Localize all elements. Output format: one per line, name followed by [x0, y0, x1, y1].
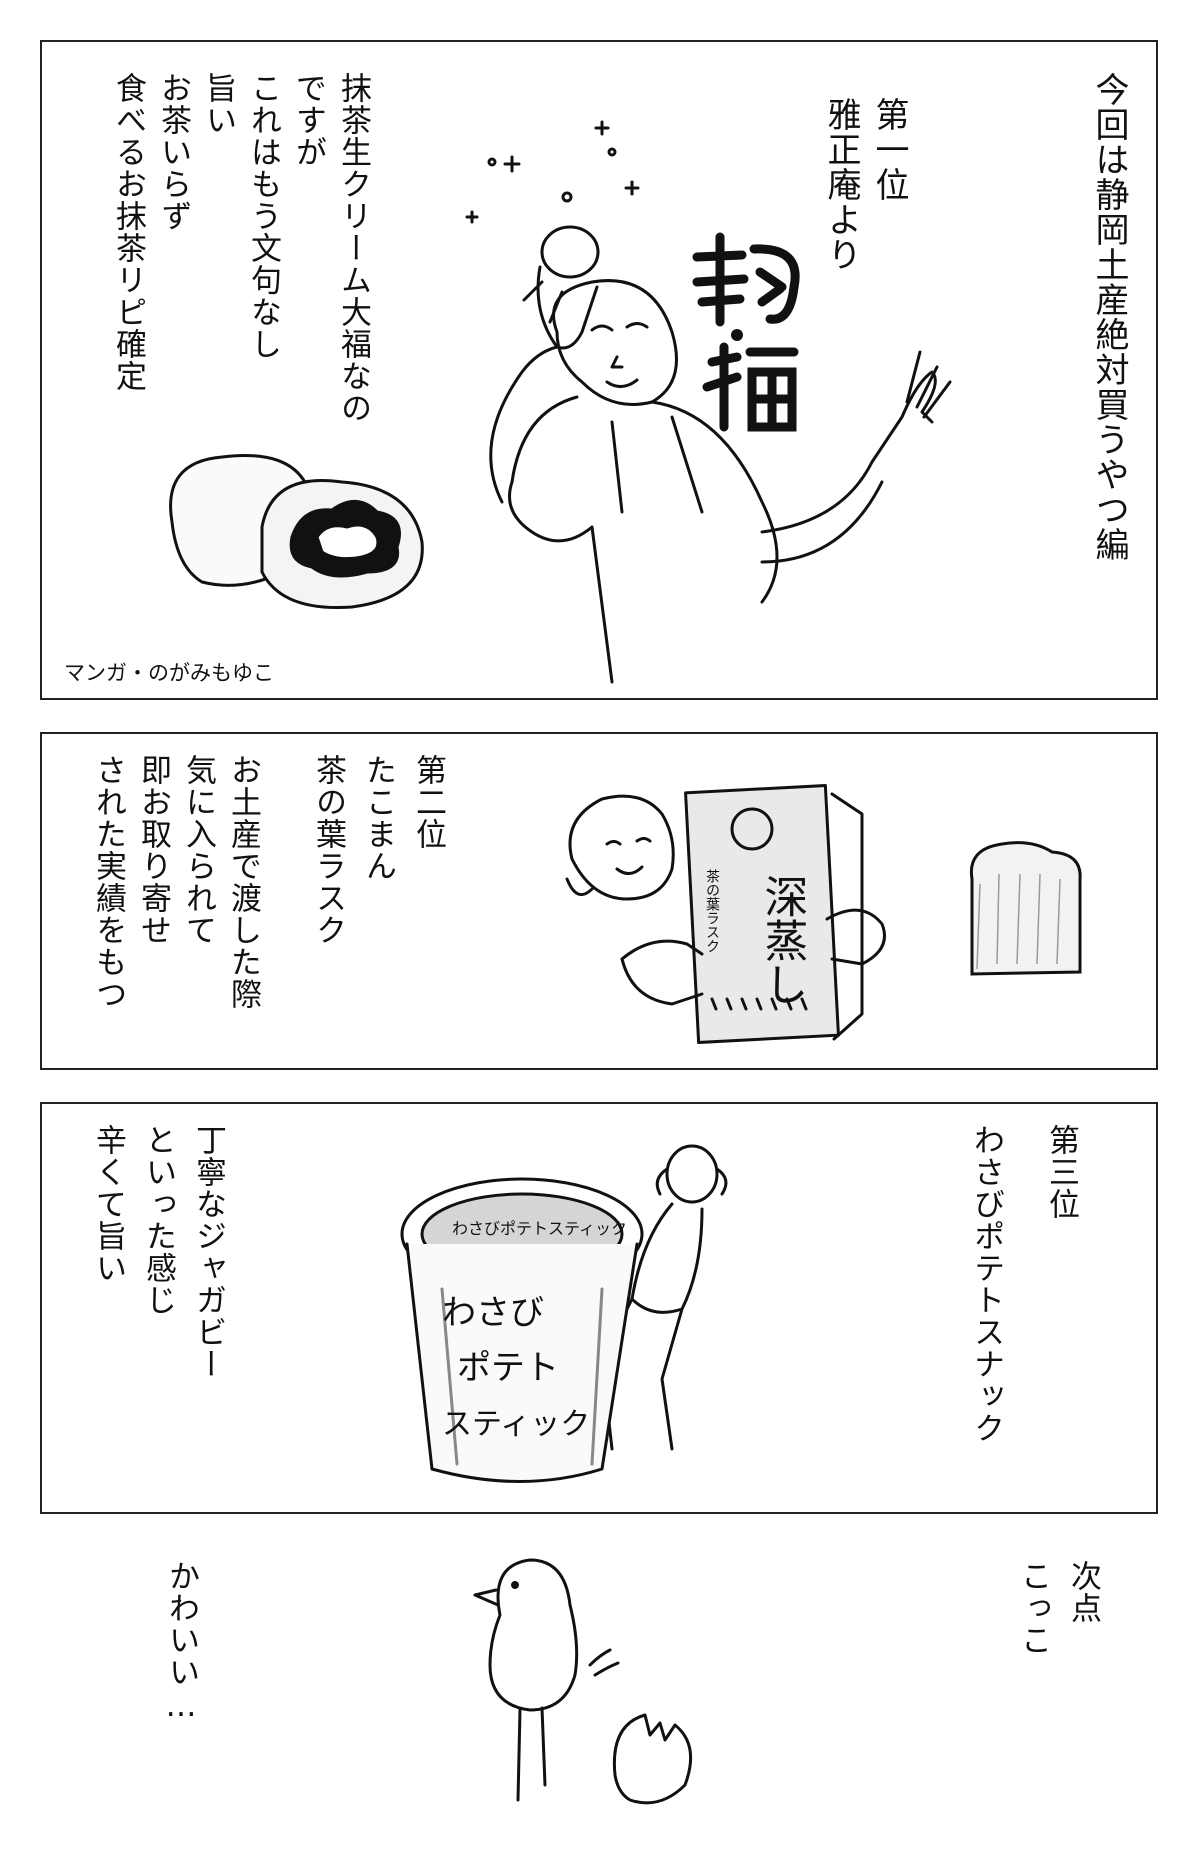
honorable-mention-name: こっこ [1015, 1560, 1051, 1656]
cup-lid-label: わさびポテトスティック [452, 1219, 627, 1238]
kawaii-comment: かわいい… [163, 1560, 199, 1725]
package-side-label: 茶の葉ラスク [704, 869, 720, 953]
cup-side-label-1: わさび [442, 1293, 544, 1333]
desc-first-4: 旨い [200, 72, 236, 136]
artist-credit: マンガ・のがみもゆこ [64, 661, 274, 685]
desc-third-2: といった感じ [140, 1124, 176, 1316]
desc-third-1: 丁寧なジャガビー [190, 1124, 226, 1380]
panel-third-place: 第三位 わさびポテトスナック 丁寧なジャガビー といった感じ 辛くて旨い わさび… [40, 1102, 1158, 1514]
desc-second-4: された実績をもつ [90, 754, 126, 1010]
desc-first-5: お茶いらず [155, 72, 191, 232]
desc-second-2: 気に入られて [180, 754, 216, 946]
daifuku-cross-section-illustration [152, 432, 442, 622]
shop-name-first: 雅正庵より [821, 97, 861, 272]
desc-second-1: お土産で渡した際 [225, 754, 261, 1010]
cup-side-label-2: ポテト [457, 1348, 559, 1388]
panel-second-place: 第二位 たこまん 茶の葉ラスク お土産で渡した際 気に入られて 即お取り寄せ さ… [40, 732, 1158, 1070]
desc-second-3: 即お取り寄せ [135, 754, 171, 946]
rank-second: 第二位 [410, 754, 446, 850]
desc-first-6: 食べるお抹茶リピ確定 [110, 72, 146, 392]
rank-first: 第一位 [869, 97, 909, 202]
page-title: 今回は静岡土産絶対買うやつ編 [1089, 72, 1129, 562]
shop-name-second: たこまん [360, 754, 396, 882]
desc-first-1: 抹茶生クリーム大福なの [335, 72, 371, 424]
rank-third: 第三位 [1043, 1124, 1079, 1220]
woman-with-snack-cup-illustration: わさびポテトスティック わさび ポテト スティック [400, 1144, 792, 1509]
product-name-third: わさびポテトスナック [968, 1124, 1004, 1444]
product-logo [682, 227, 812, 447]
desc-first-3: これはもう文句なし [245, 72, 281, 360]
rusk-slice-illustration [952, 834, 1102, 984]
desc-first-2: ですが [290, 72, 326, 168]
cup-side-label-3: スティック [442, 1407, 590, 1442]
kokko-chick-illustration [460, 1545, 780, 1825]
panel-first-place: 今回は静岡土産絶対買うやつ編 第一位 雅正庵より 抹茶生クリーム大福なの ですが… [40, 40, 1158, 700]
woman-with-rusk-box-illustration: 茶の葉ラスク 深蒸し [562, 759, 942, 1059]
desc-third-3: 辛くて旨い [90, 1124, 126, 1284]
honorable-mention-label: 次点 [1065, 1560, 1101, 1624]
woman-holding-daifuku-illustration [462, 82, 1002, 702]
package-main-label: 深蒸し [757, 874, 808, 1006]
panel-honorable-mention: 次点 こっこ かわいい… [40, 1540, 1158, 1840]
product-name-second: 茶の葉ラスク [310, 754, 346, 946]
